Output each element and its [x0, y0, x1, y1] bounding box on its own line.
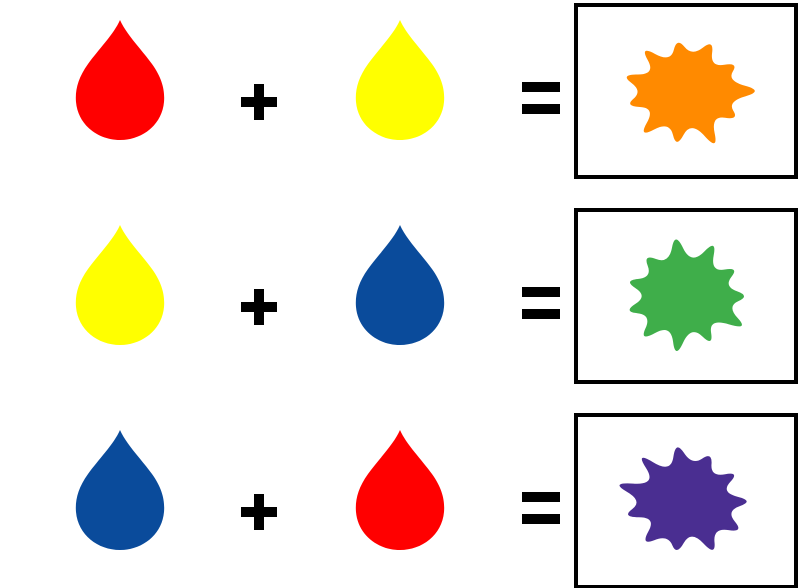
- plus-icon: [241, 289, 277, 325]
- paint-splat-icon: [619, 447, 747, 550]
- paint-splat-icon: [626, 42, 755, 144]
- paint-drop-icon: [75, 225, 165, 345]
- paint-drop-icon: [355, 225, 445, 345]
- paint-splat-icon: [629, 239, 745, 352]
- equals-icon: [522, 492, 560, 524]
- mix-row-1: [75, 3, 798, 179]
- result-box: [574, 3, 798, 179]
- paint-drop-icon: [355, 430, 445, 550]
- mix-row-3: [75, 413, 798, 588]
- paint-drop-icon: [75, 20, 165, 140]
- mix-row-2: [75, 208, 798, 384]
- plus-icon: [241, 494, 277, 530]
- equals-icon: [522, 82, 560, 114]
- paint-drop-icon: [355, 20, 445, 140]
- result-box: [574, 413, 798, 588]
- result-box: [574, 208, 798, 384]
- plus-icon: [241, 84, 277, 120]
- equals-icon: [522, 287, 560, 319]
- paint-drop-icon: [75, 430, 165, 550]
